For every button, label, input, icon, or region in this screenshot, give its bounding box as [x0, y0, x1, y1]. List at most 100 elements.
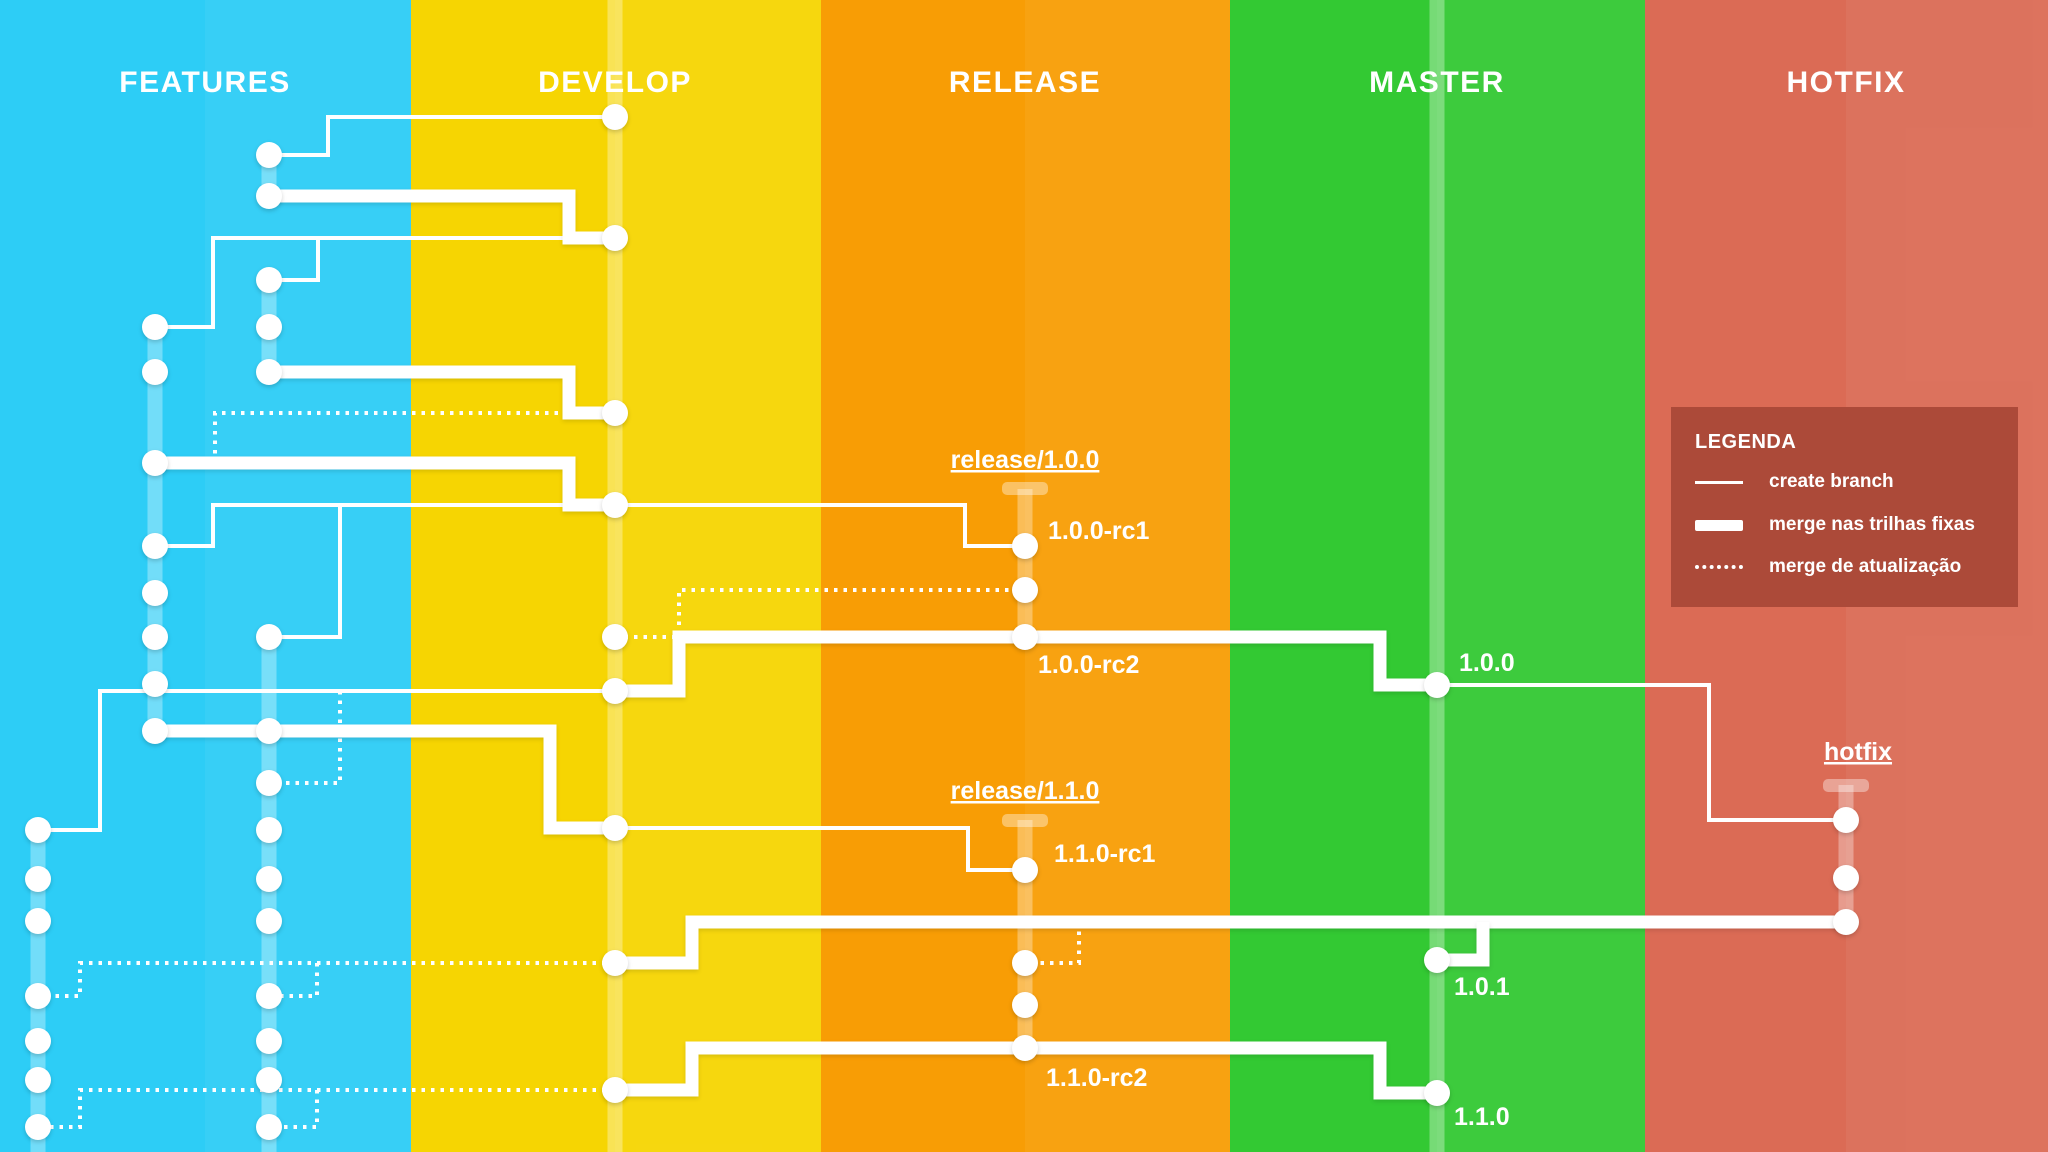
commit-node	[256, 183, 282, 209]
create-release-1-0-0	[615, 503, 1025, 548]
commit-node	[256, 624, 282, 650]
legend-item-merge-fixed-tracks: merge nas trilhas fixas	[1695, 512, 2008, 538]
merge-hotfix-master	[1437, 922, 1490, 967]
commit-node	[1012, 577, 1038, 603]
update-into-feature-d-2	[38, 1088, 615, 1129]
release-1-1-0-start-marker	[1002, 814, 1048, 827]
label-1-0-0-rc1: 1.0.0-rc1	[1048, 517, 1150, 545]
commit-node	[256, 314, 282, 340]
merge-hotfix-develop	[615, 915, 1846, 970]
hotfix-start-marker	[1823, 779, 1869, 792]
column-header-develop: DEVELOP	[538, 66, 692, 99]
label-1-1-0-rc1: 1.1.0-rc1	[1054, 840, 1156, 868]
commit-node	[142, 718, 168, 744]
commit-node	[256, 142, 282, 168]
update-into-release-1-0-0	[615, 588, 1025, 639]
label-hotfix: hotfix	[1824, 738, 1892, 766]
legend-panel: LEGENDA create branch merge nas trilhas …	[1671, 407, 2018, 607]
commit-node	[256, 1114, 282, 1140]
commit-node	[256, 718, 282, 744]
commit-node	[602, 950, 628, 976]
commit-node	[142, 624, 168, 650]
label-1-1-0: 1.1.0	[1454, 1103, 1510, 1131]
label-release-1-1-0: release/1.1.0	[951, 777, 1100, 805]
commit-node	[602, 624, 628, 650]
commit-node	[142, 671, 168, 697]
commit-node	[1833, 909, 1859, 935]
update-into-feature-c-1	[269, 691, 342, 785]
create-branch-line-sample	[1695, 480, 1743, 484]
commit-node	[256, 267, 282, 293]
commit-node	[602, 492, 628, 518]
legend-item-update-merge: merge de atualização	[1695, 554, 2008, 580]
commit-node	[1012, 1035, 1038, 1061]
merge-release-1-1-0-develop	[615, 1041, 1025, 1097]
commit-node	[142, 359, 168, 385]
label-1-0-0-rc2: 1.0.0-rc2	[1038, 651, 1139, 679]
commit-node	[25, 866, 51, 892]
commit-node	[25, 1028, 51, 1054]
column-highlight-features	[205, 0, 411, 1152]
column-header-release: RELEASE	[949, 66, 1101, 99]
commit-node	[1424, 1080, 1450, 1106]
commit-node	[256, 983, 282, 1009]
create-feature-c	[269, 505, 342, 639]
create-feature-a2	[269, 238, 320, 282]
commit-node	[602, 225, 628, 251]
update-into-feature-d-1	[38, 961, 615, 998]
label-1-0-1: 1.0.1	[1454, 973, 1510, 1001]
label-1-1-0-rc2: 1.1.0-rc2	[1046, 1064, 1147, 1092]
commit-node	[25, 1067, 51, 1093]
commit-node	[25, 908, 51, 934]
legend-item-label: merge de atualização	[1769, 556, 1962, 577]
commit-node	[25, 1114, 51, 1140]
update-into-feature-b	[213, 411, 615, 461]
commit-node	[25, 983, 51, 1009]
commit-node	[1012, 624, 1038, 650]
commit-node	[602, 104, 628, 130]
commit-node	[142, 580, 168, 606]
commit-node	[1012, 992, 1038, 1018]
commit-node	[1424, 672, 1450, 698]
merge-release-1-1-0-master	[1025, 1041, 1437, 1100]
commit-node	[256, 866, 282, 892]
create-feature-b	[155, 236, 615, 329]
merge-release-1-0-0-develop	[615, 630, 1025, 698]
commit-node	[256, 770, 282, 796]
update-into-feature-c-2	[269, 963, 319, 998]
column-highlight-develop	[615, 0, 821, 1152]
create-feature-b2	[155, 503, 615, 548]
merge-feature-b-develop	[155, 456, 615, 512]
column-highlight-release	[1025, 0, 1230, 1152]
update-merge-line-sample	[1695, 565, 1743, 569]
commit-node	[256, 1028, 282, 1054]
column-header-hotfix: HOTFIX	[1787, 66, 1906, 99]
commit-node	[602, 678, 628, 704]
update-into-feature-c-3	[269, 1090, 319, 1129]
create-feature-d	[38, 689, 615, 832]
label-release-1-0-0: release/1.0.0	[951, 446, 1100, 474]
commit-node	[256, 1067, 282, 1093]
create-release-1-1-0	[615, 826, 1025, 872]
label-1-0-0: 1.0.0	[1459, 649, 1515, 677]
commit-node	[142, 314, 168, 340]
legend-item-label: create branch	[1769, 471, 1894, 492]
update-into-release-1-1-0	[1025, 922, 1081, 965]
merge-feature-bc-develop	[155, 724, 615, 835]
merge-feature-a2-develop	[269, 365, 615, 420]
merge-feature-a-develop	[269, 189, 615, 245]
commit-node	[1012, 533, 1038, 559]
legend-item-label: merge nas trilhas fixas	[1769, 514, 1975, 535]
commit-node	[1012, 950, 1038, 976]
commit-node	[142, 533, 168, 559]
commit-node	[602, 400, 628, 426]
commit-node	[1012, 857, 1038, 883]
commit-node	[256, 817, 282, 843]
commit-node	[1424, 947, 1450, 973]
commit-node	[256, 359, 282, 385]
commit-node	[1833, 807, 1859, 833]
commit-node	[1833, 865, 1859, 891]
commit-node	[256, 908, 282, 934]
create-hotfix	[1437, 683, 1846, 822]
